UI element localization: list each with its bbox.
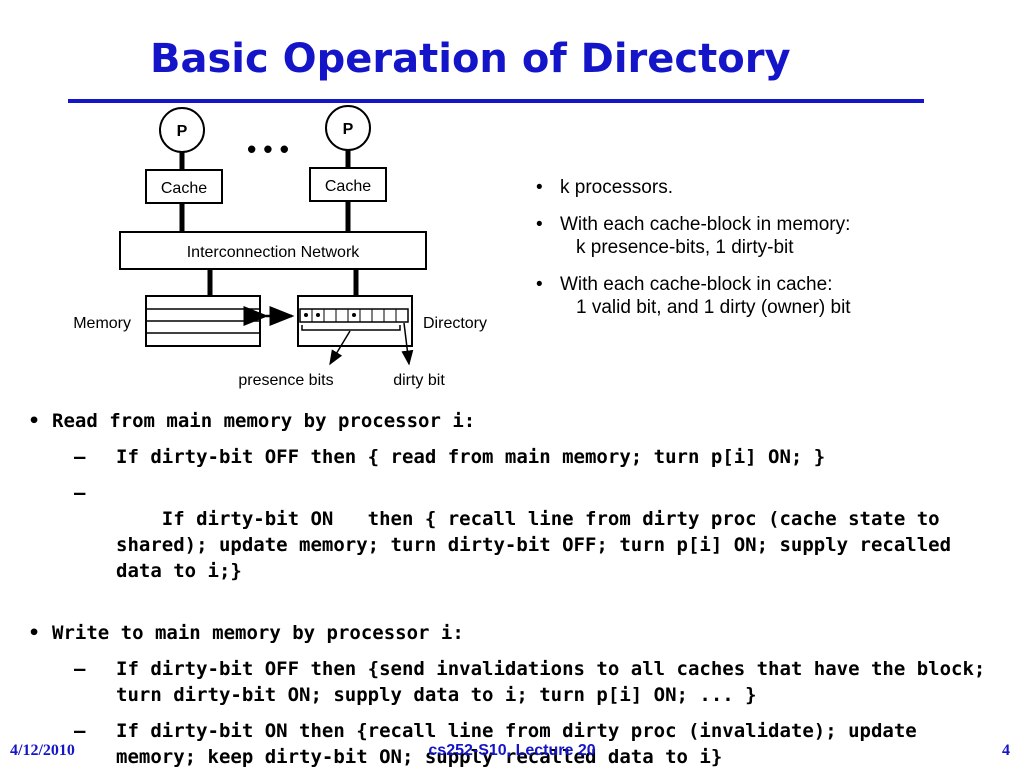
rule-text: If dirty-bit ON then { recall line from … bbox=[116, 508, 963, 582]
interconnection-network-label: Interconnection Network bbox=[187, 244, 361, 261]
rule-text: If dirty-bit ON then {recall line from d… bbox=[116, 720, 917, 768]
processor-ellipsis: • • • bbox=[247, 134, 289, 164]
page-number: 4 bbox=[1002, 742, 1010, 759]
list-item: –If dirty-bit OFF then {send invalidatio… bbox=[74, 658, 986, 706]
memory-label: Memory bbox=[73, 315, 131, 332]
write-heading-text: Write to main memory by processor i: bbox=[52, 622, 464, 644]
bullet-text: With each cache-block in memory: bbox=[560, 214, 851, 235]
write-heading: •Write to main memory by processor i: bbox=[28, 622, 464, 644]
processor-2-label: P bbox=[343, 121, 354, 138]
operation-rules: •Read from main memory by processor i: –… bbox=[28, 408, 988, 780]
list-item: • k processors. bbox=[536, 177, 673, 198]
cache-2-label: Cache bbox=[325, 178, 371, 195]
title-underline bbox=[68, 99, 924, 103]
cache-1-label: Cache bbox=[161, 180, 207, 197]
bullet-subtext: k presence-bits, 1 dirty-bit bbox=[576, 237, 794, 258]
list-item: –If dirty-bit ON then { recall line from… bbox=[74, 482, 963, 582]
directory-properties-list: • k processors. • With each cache-block … bbox=[536, 176, 1006, 333]
bullet-text: With each cache-block in cache: bbox=[560, 274, 833, 295]
rule-text: If dirty-bit OFF then { read from main m… bbox=[116, 446, 826, 468]
processor-1-label: P bbox=[177, 123, 188, 140]
footer-date: 4/12/2010 bbox=[10, 742, 75, 759]
list-item: –If dirty-bit ON then {recall line from … bbox=[74, 720, 917, 768]
read-heading: •Read from main memory by processor i: bbox=[28, 410, 476, 432]
read-heading-text: Read from main memory by processor i: bbox=[52, 410, 476, 432]
footer-course: cs252-S10, Lecture 20 bbox=[428, 742, 596, 759]
list-item: • With each cache-block in memory: k pre… bbox=[536, 213, 1006, 259]
bullet-subtext: 1 valid bit, and 1 dirty (owner) bit bbox=[576, 297, 851, 318]
list-item: • With each cache-block in cache: 1 vali… bbox=[536, 273, 1006, 319]
bullet-text: k processors. bbox=[560, 177, 673, 198]
slide-title: Basic Operation of Directory bbox=[150, 36, 791, 82]
dirty-bit-pointer bbox=[401, 322, 414, 366]
presence-bits-pointer bbox=[329, 330, 351, 366]
interconnection-network-box bbox=[119, 231, 427, 270]
list-item: –If dirty-bit OFF then { read from main … bbox=[74, 446, 826, 468]
dirty-bit-label: dirty bit bbox=[393, 372, 445, 389]
directory-diagram: P P • • • Cache Cache Interconnection Ne… bbox=[73, 105, 487, 389]
rule-text: If dirty-bit OFF then {send invalidation… bbox=[116, 658, 986, 706]
presence-bits-label: presence bits bbox=[238, 372, 333, 389]
directory-label: Directory bbox=[423, 315, 487, 332]
cache-1-box bbox=[145, 169, 223, 204]
